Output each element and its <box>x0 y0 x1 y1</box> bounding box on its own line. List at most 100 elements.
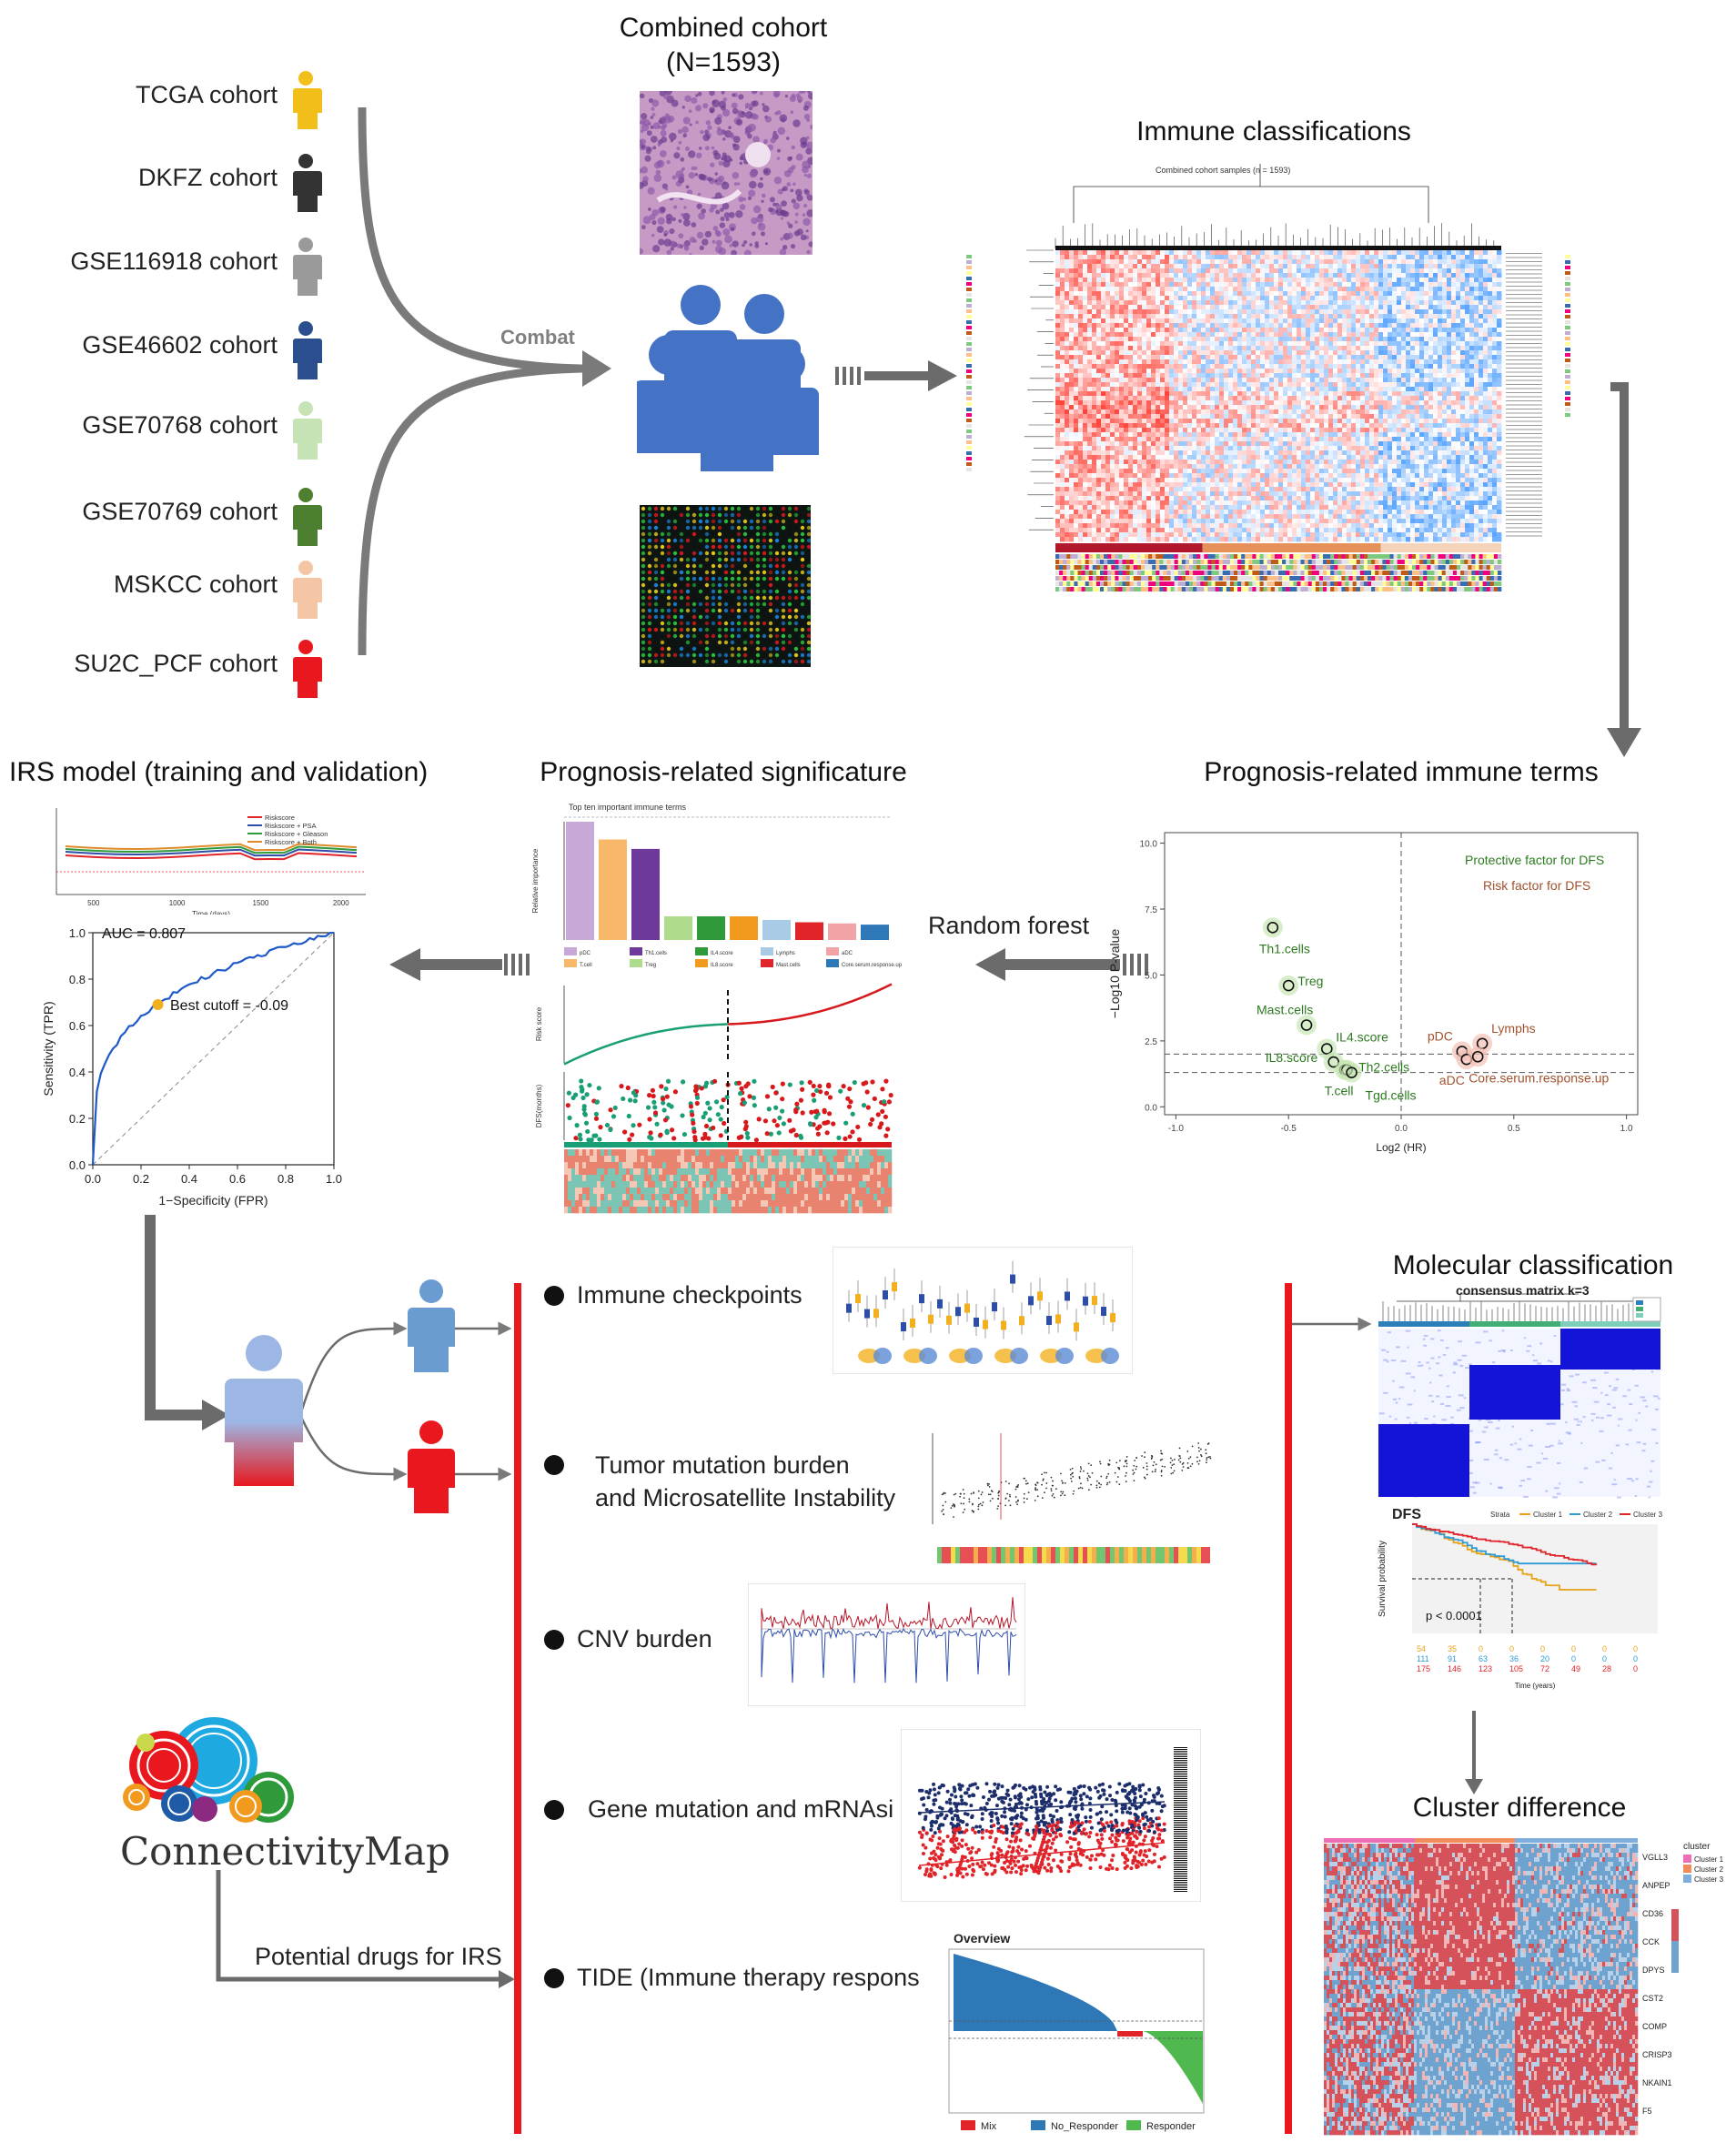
dfs-point <box>815 1131 821 1137</box>
dfs-point <box>744 1130 750 1137</box>
prognosis-signif-title: Prognosis-related significature <box>540 757 907 787</box>
dfs-point <box>800 1110 805 1116</box>
dfs-point <box>856 1137 863 1142</box>
risk-table-value: 175 <box>1417 1664 1430 1673</box>
tide-responder <box>1143 2031 1203 2104</box>
survival-curve <box>1412 1523 1597 1565</box>
roc-y-tick: 0.8 <box>69 973 86 986</box>
dfs-point <box>658 1132 663 1137</box>
risk-table-value: 63 <box>1479 1654 1488 1663</box>
dfs-point <box>621 1096 626 1102</box>
risk-table-value: 0 <box>1509 1644 1514 1653</box>
survival-ylabel: Survival probability <box>1378 1541 1388 1617</box>
legend-risk: Risk factor for DFS <box>1483 878 1590 893</box>
dfs-point <box>693 1087 699 1092</box>
dfs-point <box>850 1111 855 1117</box>
tide-legend-swatch <box>961 2120 975 2130</box>
gene-label: CD36 <box>1642 1909 1663 1918</box>
dfs-point <box>762 1118 769 1124</box>
cohort-label: DKFZ cohort <box>137 164 278 191</box>
person-icon <box>292 488 322 546</box>
dfs-point <box>870 1079 875 1085</box>
dfs-point <box>627 1137 632 1142</box>
dfs-point <box>888 1092 893 1098</box>
dfs-point <box>886 1099 892 1105</box>
dfs-point <box>573 1092 579 1097</box>
x-tick: 0.5 <box>1508 1124 1520 1134</box>
y-tick: 10.0 <box>1140 840 1158 850</box>
dfs-point <box>578 1137 583 1142</box>
dfs-point <box>573 1136 579 1141</box>
dfs-point <box>691 1120 696 1126</box>
legend-swatch <box>826 947 839 955</box>
dfs-point <box>766 1107 772 1112</box>
dfs-point <box>861 1103 867 1108</box>
best-cutoff-label: Best cutoff = -0.09 <box>170 998 288 1014</box>
dfs-point <box>663 1086 669 1092</box>
dfs-point <box>724 1094 730 1100</box>
cluster-legend-label: Cluster 3 <box>1694 1875 1724 1884</box>
auc-legend-label: Riskscore <box>265 814 295 822</box>
dfs-point <box>594 1099 600 1105</box>
point-halo <box>1341 1062 1362 1083</box>
dfs-point <box>848 1099 853 1105</box>
tide-legend-label: Responder <box>1146 2121 1196 2132</box>
gene-label: VGLL3 <box>1642 1853 1668 1862</box>
dfs-point <box>836 1135 842 1140</box>
risk-table-value: 28 <box>1602 1664 1611 1673</box>
dfs-point <box>768 1131 773 1137</box>
prognosis-terms-title: Prognosis-related immune terms <box>1204 757 1599 787</box>
tide-legend-swatch <box>1031 2120 1045 2130</box>
dfs-point <box>691 1128 697 1135</box>
dfs-point <box>702 1131 708 1137</box>
gene-label: CST2 <box>1642 1994 1663 2003</box>
mrnasi-thumb <box>900 1728 1202 1903</box>
dfs-point <box>756 1117 762 1122</box>
risk-table-value: 0 <box>1571 1644 1576 1653</box>
dfs-point <box>838 1088 843 1094</box>
importance-bar <box>861 925 889 940</box>
dfs-point <box>690 1112 695 1117</box>
dfs-point <box>811 1083 816 1089</box>
dfs-point <box>764 1094 771 1099</box>
dfs-point <box>712 1078 718 1084</box>
cohort-label: SU2C_PCF cohort <box>74 650 278 677</box>
dfs-point <box>694 1095 701 1100</box>
molecular-title: Molecular classification <box>1392 1250 1674 1280</box>
dfs-point <box>688 1104 694 1109</box>
dfs-point <box>707 1106 712 1111</box>
dfs-point <box>743 1119 749 1125</box>
auc-legend-label: Riskscore + Both <box>265 838 317 846</box>
cluster-legend-swatch <box>1683 1855 1691 1863</box>
person-icon <box>292 238 322 296</box>
dfs-point <box>846 1104 853 1109</box>
gene-label: CRISP3 <box>1642 2050 1672 2059</box>
risk-table-value: 105 <box>1509 1664 1523 1673</box>
legend-label: aDC <box>842 951 853 956</box>
dfs-point <box>773 1105 779 1110</box>
y-tick: 2.5 <box>1145 1037 1157 1047</box>
gene-label: CCK <box>1642 1937 1660 1946</box>
cluster-legend-swatch <box>1683 1875 1691 1883</box>
cohort-label: GSE46602 cohort <box>82 331 278 359</box>
point-protective <box>1327 1056 1340 1068</box>
dfs-point <box>702 1135 708 1140</box>
analysis-gene-mutation: Gene mutation and mRNAsi <box>544 1795 893 1824</box>
dfs-point <box>800 1087 805 1092</box>
legend-swatch <box>695 959 708 967</box>
cluster-legend-swatch <box>1683 1865 1691 1873</box>
dfs-point <box>652 1105 658 1110</box>
dfs-point <box>809 1109 814 1115</box>
dfs-point <box>652 1110 659 1116</box>
dfs-point <box>776 1130 782 1136</box>
risk-table-value: 91 <box>1448 1654 1457 1663</box>
dfs-point <box>868 1121 873 1127</box>
consensus-title: consensus matrix k=3 <box>1456 1283 1590 1298</box>
point-label: Th2.cells <box>1358 1060 1409 1075</box>
dfs-point <box>608 1107 613 1113</box>
point-label: Treg <box>1297 974 1323 988</box>
dfs-point <box>622 1129 628 1135</box>
